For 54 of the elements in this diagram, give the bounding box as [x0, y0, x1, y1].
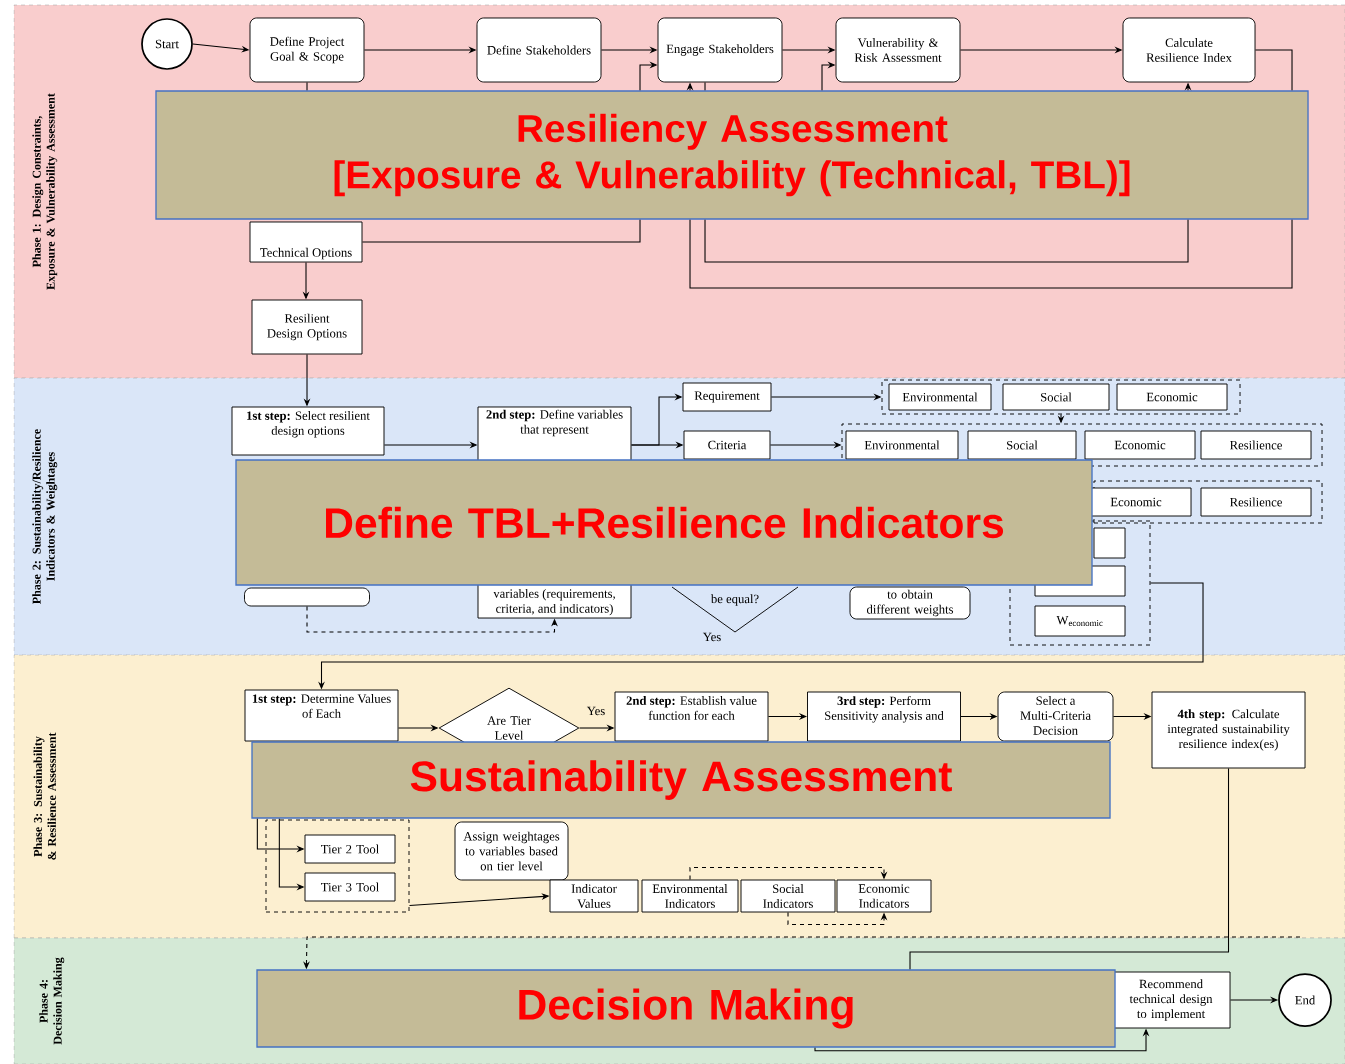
dashed-group-box — [265, 819, 410, 913]
process-box: Economic Indicators — [836, 879, 932, 913]
process-box: Criteria — [683, 430, 771, 460]
process-box: Tier 3 Tool — [304, 872, 396, 902]
process-box: Social Indicators — [740, 879, 836, 913]
title-banner: Sustainability Assessment — [251, 741, 1111, 819]
process-box — [1093, 527, 1126, 559]
connector-line — [306, 81, 308, 91]
process-box: Social — [1002, 383, 1110, 411]
process-box: Calculate Resilience Index — [1122, 17, 1256, 83]
title-banner: Decision Making — [256, 969, 1116, 1048]
process-box: Assign weightages to variables based on tier level — [454, 821, 569, 881]
process-box: Economic — [1084, 430, 1196, 460]
process-box: Engage Stakeholders — [657, 17, 783, 83]
process-box: Social — [967, 430, 1077, 460]
process-box: Economic — [1116, 383, 1228, 411]
arrow — [689, 867, 888, 881]
title-banner: Define TBL+Resilience Indicators — [235, 459, 1093, 586]
process-box: Select a Multi-Criteria Decision — [997, 691, 1114, 742]
process-box: Tier 2 Tool — [304, 834, 396, 864]
connector-line — [689, 219, 1293, 289]
process-box: 4th step: Calculate integrated sustainability resilience index(es) — [1151, 691, 1306, 769]
dashed-group-box — [881, 379, 1241, 415]
connector-line — [909, 767, 1230, 970]
process-box: 1st step: Select resilient design options — [231, 406, 385, 456]
connector-line — [1254, 49, 1293, 91]
text-label: Yes — [702, 632, 721, 642]
process-box: Indicator Values — [549, 879, 639, 913]
process-box: 3rd step: Perform Sensitivity analysis and — [807, 691, 961, 742]
process-box: Resilience — [1200, 487, 1312, 517]
edge-label: Yes — [585, 705, 607, 717]
process-box: Recommend technical design to implement — [1111, 971, 1231, 1029]
connector-line — [704, 219, 1189, 263]
process-box: W$_{economic}$ — [1034, 605, 1126, 637]
process-box: Environmental — [888, 383, 992, 411]
connector-line — [361, 219, 641, 243]
process-box: Resilient Design Options — [251, 299, 363, 355]
process-box: to obtain different weights — [849, 586, 971, 620]
connector-line — [704, 81, 706, 91]
process-box: 1st step: Determine Values of Each — [244, 689, 399, 742]
dashed-group-box — [1093, 480, 1323, 524]
process-box: 2nd step: Establish value function for each — [614, 691, 769, 742]
process-box: Environmental Indicators — [641, 879, 739, 913]
process-box: Define Stakeholders — [476, 17, 602, 83]
process-box: Economic — [1080, 487, 1192, 517]
process-box: Environmental — [845, 430, 959, 460]
arrow — [306, 605, 558, 633]
process-box: Requirement — [682, 382, 772, 412]
process-box: Define Project Goal & Scope — [249, 17, 365, 83]
process-box: Resilience — [1200, 430, 1312, 460]
title-banner: Resiliency Assessment [Exposure & Vulnerability (Technical, TBL)] — [155, 90, 1309, 220]
process-box: Technical Options — [249, 221, 363, 263]
process-box — [244, 587, 370, 607]
process-box: Vulnerability & Risk Assessment — [835, 17, 961, 83]
